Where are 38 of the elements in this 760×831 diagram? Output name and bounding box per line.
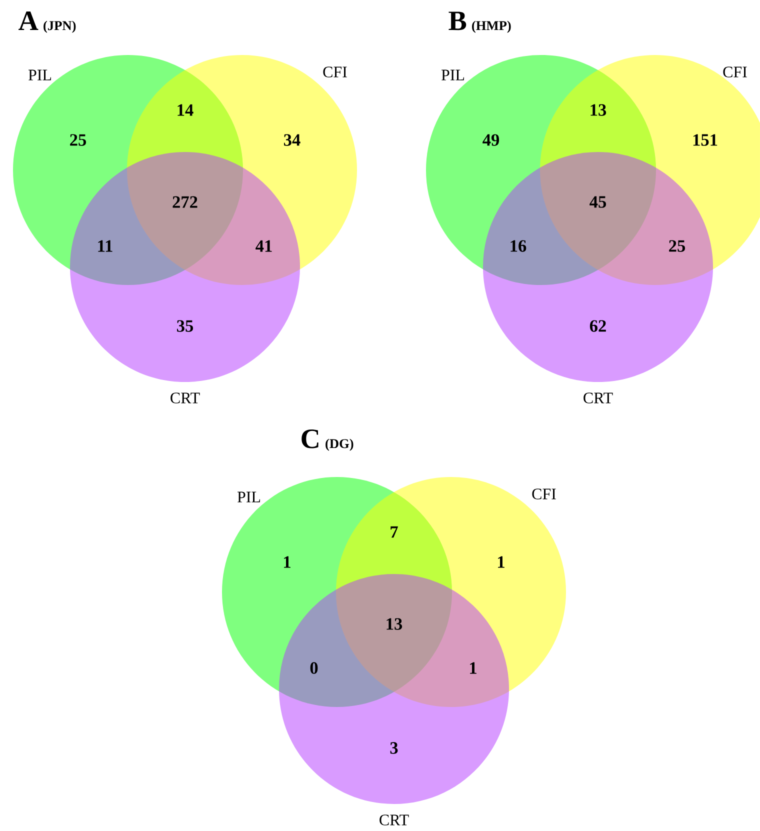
count-number: 45 [590,196,606,208]
count-number: 25 [70,134,86,146]
count-number: 1 [284,556,290,568]
set-label: CFI [532,488,556,500]
count-number: 11 [98,240,112,252]
count-number: 1 [470,662,476,674]
count-number: 62 [590,320,606,332]
count-number: 272 [172,196,198,208]
set-label: CRT [584,392,613,404]
count-number: 34 [284,134,300,146]
set-label: CFI [323,66,347,78]
venn-circle [279,574,509,804]
count-number: 25 [669,240,686,252]
count-number: 151 [693,134,718,146]
panel-letter: B [448,12,466,30]
set-label: CFI [723,66,747,78]
count-number: 13 [386,618,402,630]
set-label: PIL [237,492,260,502]
count-number: 1 [498,556,504,568]
count-number: 41 [256,240,272,252]
dataset-label: (DG) [326,438,354,451]
set-label: CRT [170,392,200,404]
count-number: 13 [590,104,606,116]
venn-circle [70,152,300,382]
set-label: PIL [441,70,464,80]
count-number: 0 [310,662,318,674]
count-number: 49 [482,134,500,146]
dataset-label: (HMP) [472,20,511,33]
count-number: 14 [178,104,194,116]
count-number: 7 [390,526,398,538]
set-label: PIL [28,70,51,80]
panel-letter: C [302,429,318,448]
count-number: 16 [510,240,526,252]
venn-circle [482,152,713,382]
set-label: CRT [380,814,409,826]
dataset-label: (JPN) [44,20,76,33]
count-number: 3 [390,742,398,754]
count-number: 35 [177,320,194,332]
